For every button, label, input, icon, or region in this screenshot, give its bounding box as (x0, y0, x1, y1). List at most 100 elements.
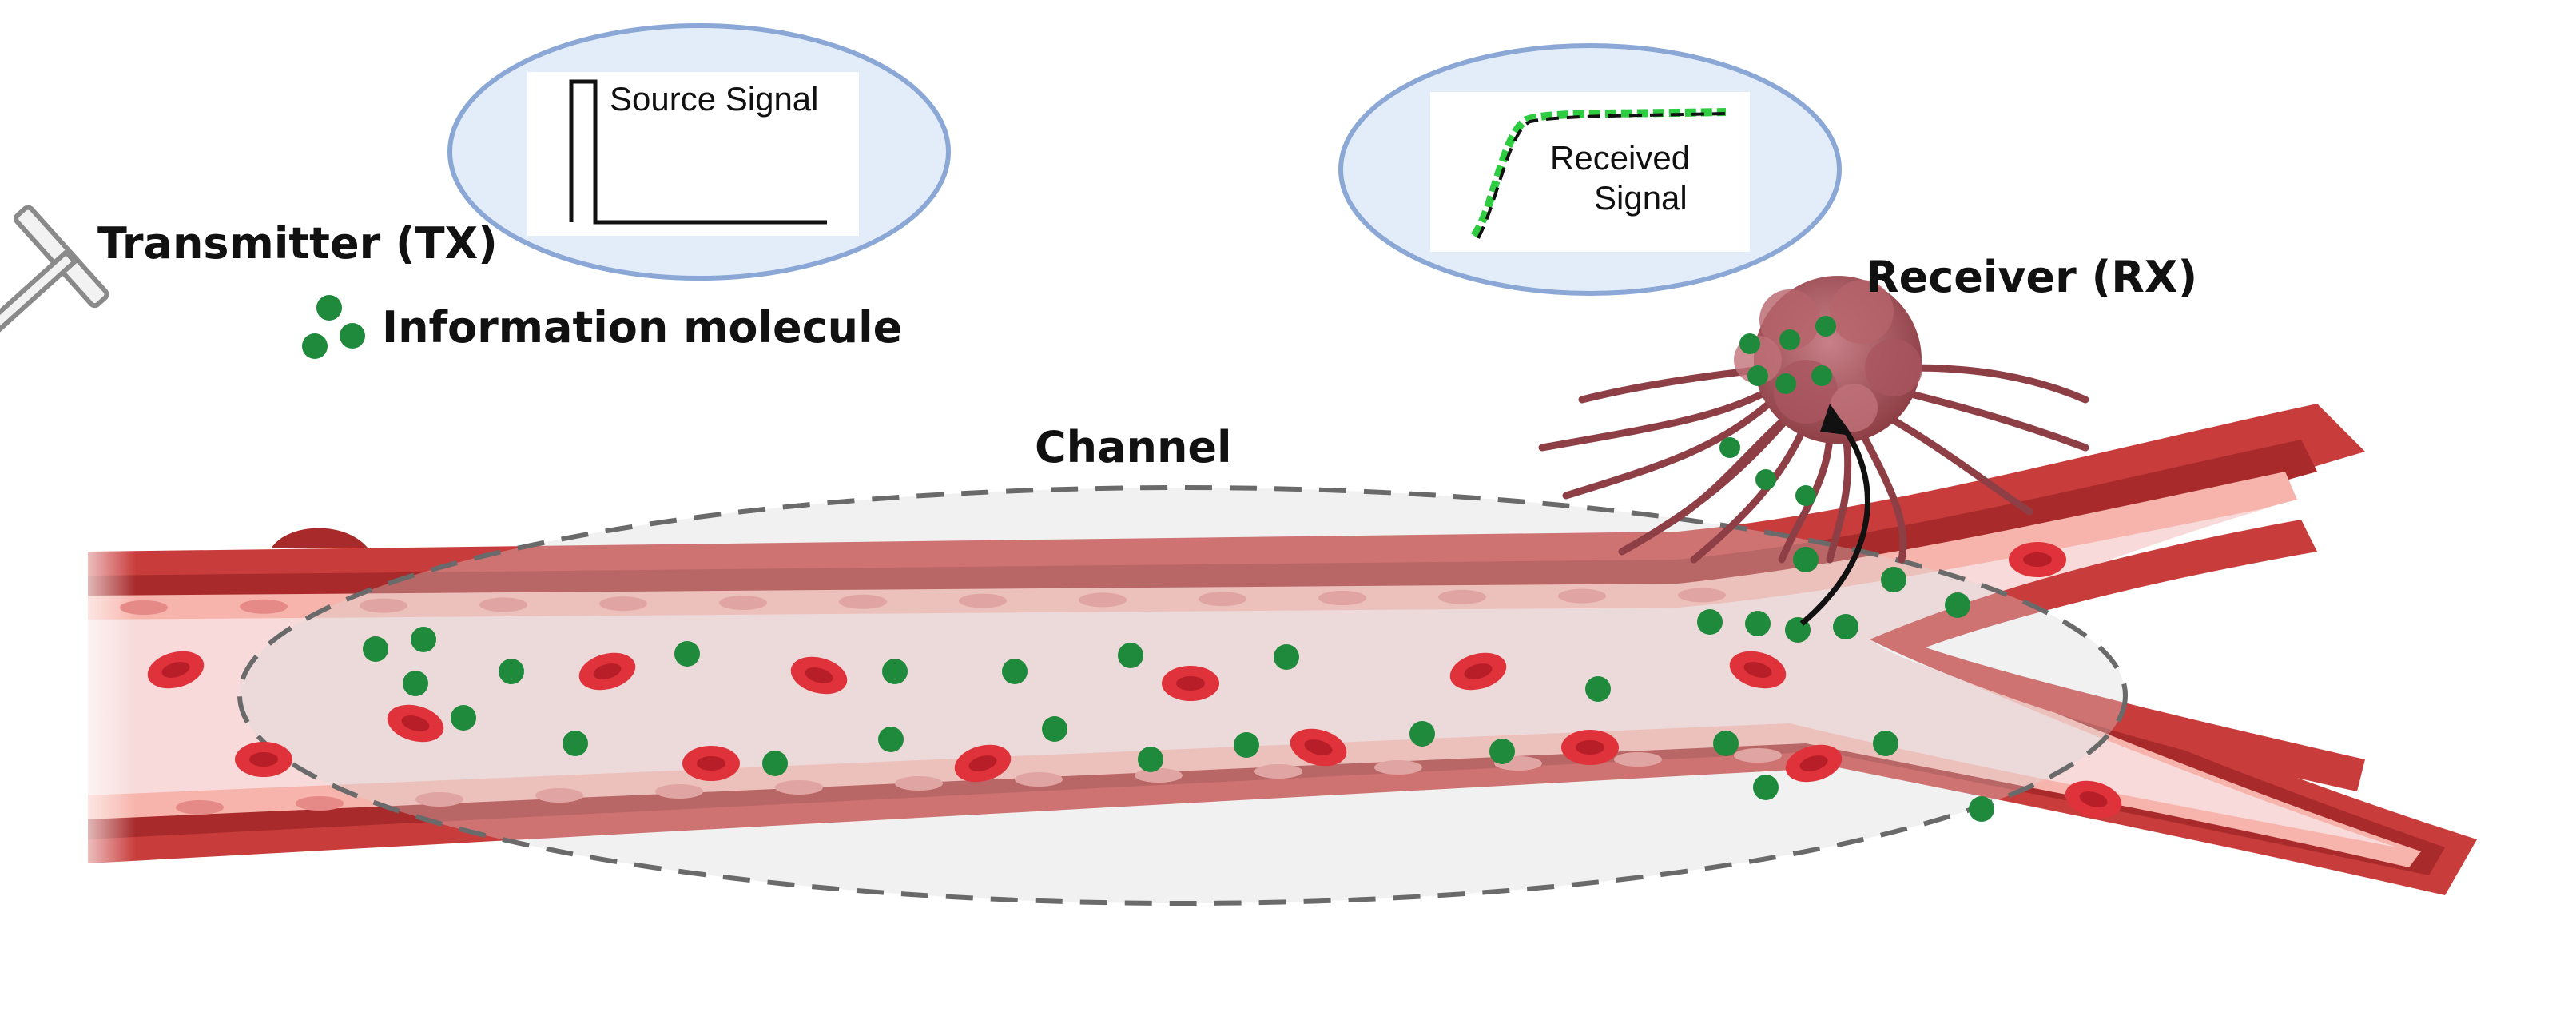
molecule-icon (1747, 365, 1768, 386)
molecule-icon (363, 636, 388, 662)
molecule-icon (1945, 592, 1970, 618)
received-signal-label-line1: Received (1550, 139, 1690, 177)
molecule-icon (302, 333, 328, 359)
molecule-icon (1719, 437, 1740, 458)
information-molecule-label: Information molecule (382, 302, 902, 353)
endothelial-nucleus (655, 784, 703, 799)
red-blood-cell-center (697, 756, 725, 771)
endothelial-nucleus (296, 796, 344, 811)
endothelial-nucleus (1199, 592, 1246, 607)
red-blood-cell-center (249, 752, 278, 767)
red-blood-cell-icon (578, 652, 636, 691)
endothelial-nucleus (120, 600, 168, 615)
endothelial-nucleus (895, 776, 943, 791)
red-blood-cell-icon (1162, 666, 1219, 701)
molecule-icon (878, 727, 904, 752)
received-signal-plot (1430, 92, 1750, 252)
tumor-tendril (1858, 428, 1907, 564)
red-blood-cell-center (2079, 791, 2108, 807)
source-signal-plot (527, 72, 859, 236)
tumor-tendril (1882, 412, 2033, 516)
received-signal-fit (1477, 112, 1727, 239)
endothelial-nucleus (1374, 760, 1422, 775)
red-blood-cell-icon (1729, 651, 1787, 689)
received-signal-label-line2: Signal (1594, 179, 1688, 217)
red-blood-cell-center (805, 667, 833, 683)
molecule-icon (1585, 676, 1611, 702)
molecule-icon (1002, 659, 1028, 684)
syringe-icon (0, 205, 109, 394)
molecule-icon (762, 751, 788, 776)
endothelial-nucleus (1318, 591, 1366, 605)
uptake-arrow (1799, 417, 1870, 626)
endothelial-nucleus (360, 598, 407, 613)
molecule-icon (1779, 329, 1800, 350)
tumor-tendril (1562, 396, 1778, 500)
molecule-icon (451, 705, 476, 731)
endothelial-nucleus (1614, 752, 1662, 767)
molecule-icon (1489, 739, 1515, 764)
endothelial-nucleus (1254, 764, 1302, 779)
endothelial-nucleus (839, 594, 887, 609)
molecule-icon (403, 671, 428, 696)
endothelial-nuclei (120, 588, 1782, 815)
tumor-tendril (1898, 388, 2089, 452)
red-blood-cell-icon (682, 746, 740, 781)
molecule-icon (1042, 716, 1067, 742)
endothelial-nucleus (176, 800, 224, 815)
transmitter-label: Transmitter (TX) (97, 218, 498, 269)
molecule-icon (563, 731, 588, 756)
endothelial-nucleus (240, 599, 288, 614)
molecule-icon (1118, 643, 1143, 668)
red-blood-cell-icon (1785, 744, 1843, 783)
molecule-legend: Information molecule (302, 295, 902, 359)
molecule-icon (1881, 567, 1906, 592)
molecule-icon (1713, 731, 1739, 756)
source-signal-bubble: Source Signal (447, 23, 951, 281)
endothelial-nucleus (1678, 588, 1726, 603)
tumor-tendril (1690, 420, 1810, 564)
received-signal-bubble: Received Signal (1338, 43, 1842, 296)
red-blood-cell-center (968, 755, 997, 771)
molecule-icon (1274, 644, 1299, 670)
molecule-icon (1745, 611, 1771, 636)
tumor-tendril (1538, 380, 1786, 452)
tumor-tendrils (1538, 364, 2089, 564)
red-blood-cell-center (593, 663, 622, 679)
endothelial-nucleus (719, 596, 767, 610)
molecule-icon (1697, 609, 1723, 635)
red-blood-cell-icon (235, 742, 292, 777)
red-blood-cell-center (401, 715, 430, 731)
vessel-bifurcation-wall (1870, 520, 2365, 791)
molecule-icon (411, 627, 436, 652)
vessel-lumen (88, 508, 2397, 847)
molecule-icon (1409, 721, 1435, 747)
red-blood-cell-icon (2065, 780, 2122, 819)
red-blood-cell-center (1799, 755, 1828, 771)
endothelial-nucleus (479, 597, 527, 612)
red-blood-cell-icon (1561, 730, 1619, 765)
red-blood-cell-icon (1449, 652, 1507, 691)
molecule-icon (1138, 747, 1163, 772)
molecule-icon (1775, 373, 1796, 394)
molecule-icon (1969, 796, 1994, 822)
endothelial-nucleus (1438, 589, 1486, 604)
tumor-molecules (1719, 316, 1836, 506)
red-blood-cell-center (1176, 676, 1205, 691)
red-blood-cell-center (2023, 552, 2052, 567)
receiver-tumor (1538, 276, 2089, 626)
molecule-icon (882, 659, 908, 684)
red-blood-cell-icon (2009, 542, 2066, 577)
endothelial-nucleus (1135, 768, 1183, 783)
red-blood-cell-icon (790, 656, 848, 695)
vessel-bifurcation (1870, 488, 2576, 807)
red-blood-cell-icon (147, 651, 205, 689)
endothelial-nucleus (599, 596, 647, 612)
red-blood-cell-center (1464, 663, 1493, 679)
information-molecules (363, 547, 1994, 822)
molecule-icon (316, 295, 342, 321)
endothelial-nucleus (535, 788, 583, 803)
uptake-arrowhead (1820, 404, 1852, 436)
endothelial-nucleus (415, 792, 463, 807)
molecule-icon (1753, 775, 1779, 800)
